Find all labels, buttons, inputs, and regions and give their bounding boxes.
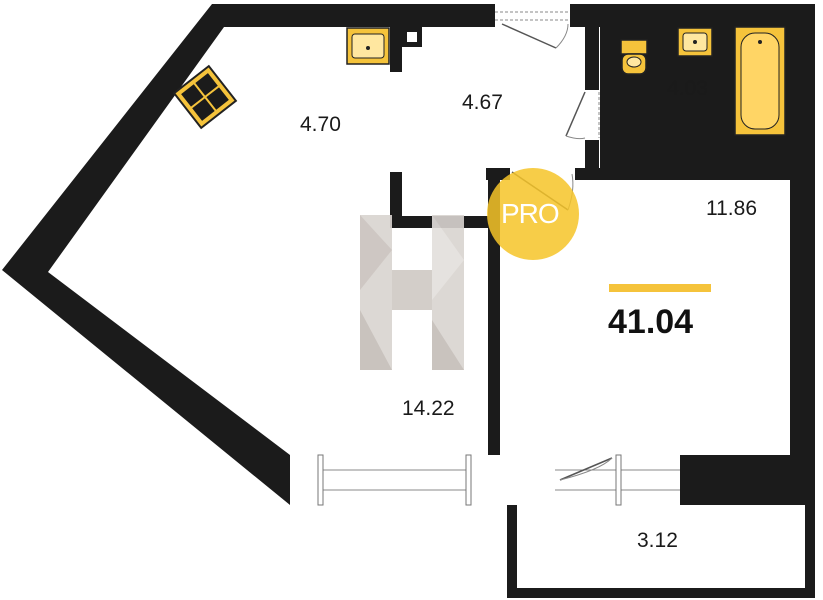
total-area: 41.04 [608, 303, 694, 341]
wall-segment [575, 168, 790, 180]
total-area-accent-bar [609, 284, 711, 292]
room-area-corridor: 4.67 [462, 91, 503, 114]
sink-hall [346, 27, 390, 65]
pro-badge [487, 168, 579, 260]
wall-segment [390, 172, 402, 228]
wall-segment [585, 20, 599, 90]
wall-segment [585, 140, 599, 170]
sink-bathroom [677, 27, 713, 57]
room-area-living: 14.22 [402, 397, 455, 420]
outer-wall [2, 4, 815, 505]
room-area-bedroom: 11.86 [706, 197, 757, 220]
vent-shaft [407, 32, 417, 42]
balcony-door [555, 454, 680, 506]
toilet [620, 39, 648, 75]
bathroom-door [565, 90, 600, 140]
watermark-logo [360, 215, 464, 370]
room-area-balcony: 3.12 [637, 529, 678, 552]
room-area-hall: 4.70 [300, 113, 341, 136]
vent-shaft [390, 27, 402, 72]
pro-badge-text: PRO [501, 198, 560, 229]
bathtub [734, 26, 786, 136]
entry-door [495, 4, 570, 49]
kitchen-stove [172, 64, 238, 130]
balcony-wall [507, 505, 815, 598]
room-area-bathroom: 4.03 [667, 77, 708, 100]
window-bottom-left [317, 454, 472, 506]
